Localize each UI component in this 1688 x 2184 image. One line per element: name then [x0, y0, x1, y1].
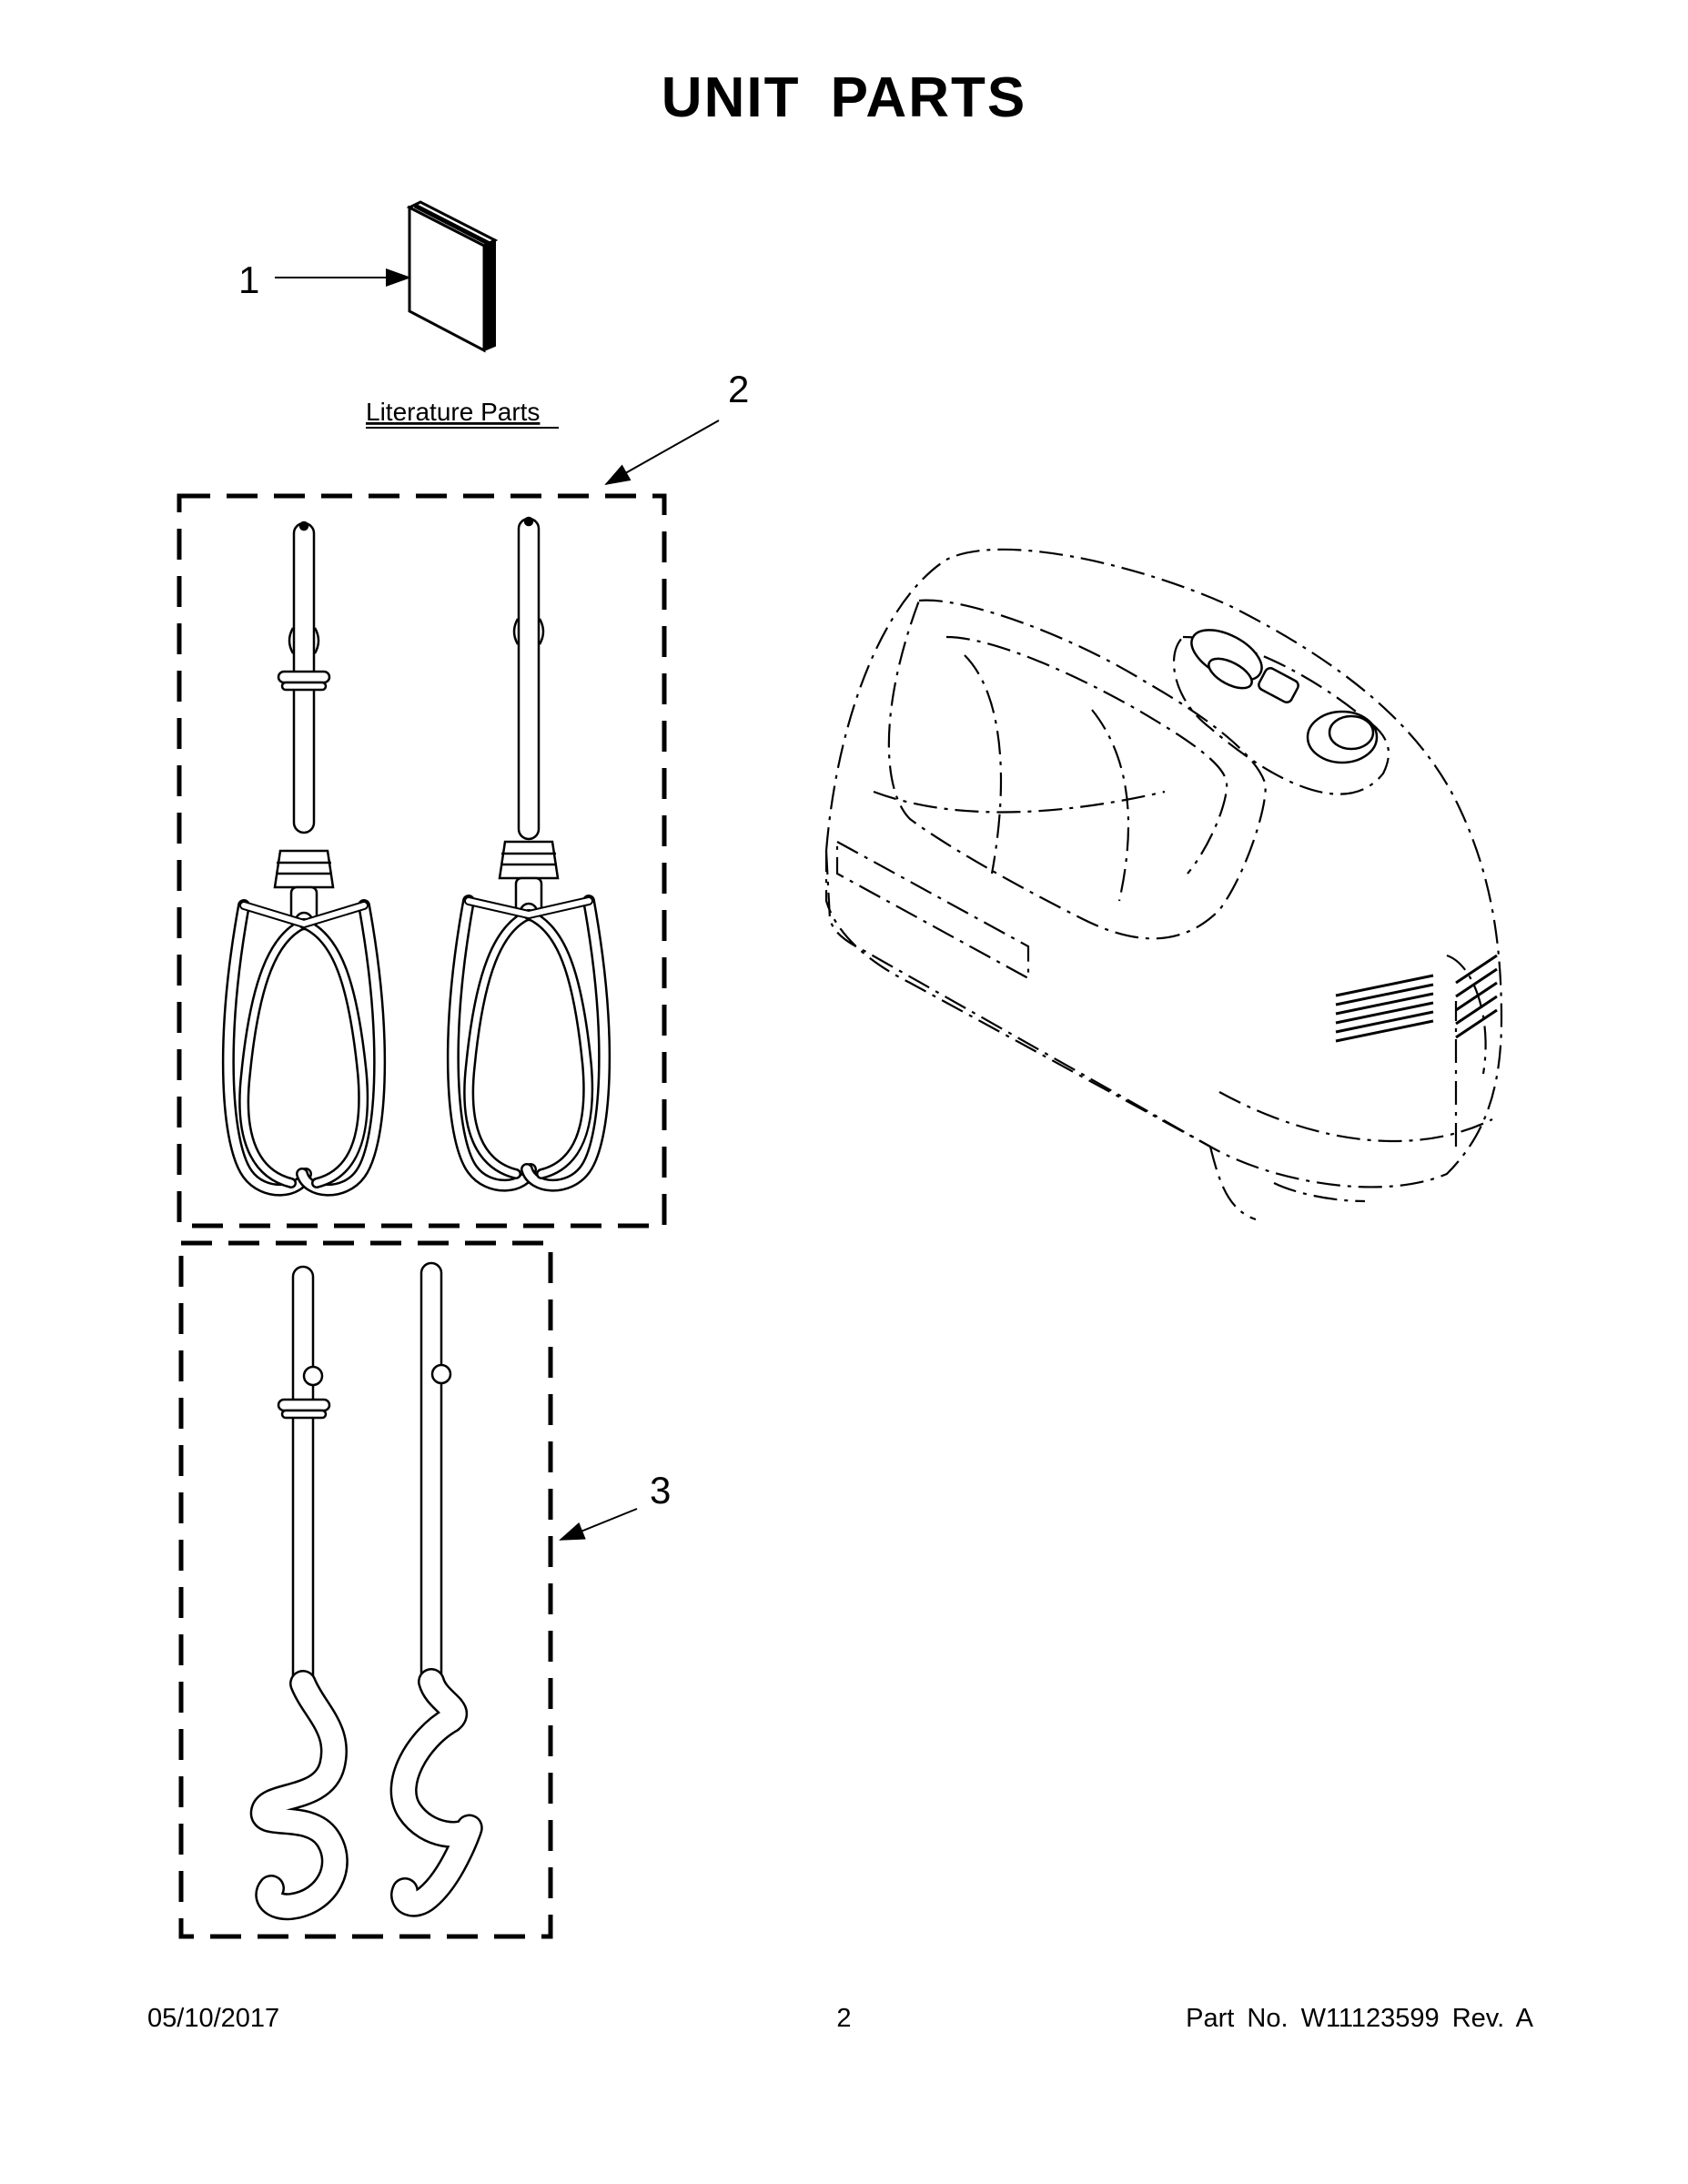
callout-3-leader	[559, 1508, 638, 1541]
mixer-speed-controls	[1190, 629, 1379, 764]
callout-2-number: 2	[728, 368, 749, 410]
mixer-vent-grille	[1335, 954, 1498, 1043]
footer-date: 05/10/2017	[147, 2004, 280, 2033]
beater-left[interactable]	[221, 521, 387, 1197]
beaters-group-frame	[177, 493, 667, 1228]
footer-part-info: Part No. W11123599 Rev. A	[1186, 2004, 1533, 2033]
beater-right[interactable]	[446, 516, 612, 1192]
page-title: UNIT PARTS	[661, 66, 1027, 129]
dough-hook-left[interactable]	[249, 1265, 349, 1921]
mixer-body-outline	[824, 548, 1503, 1221]
dough-hooks-group-frame	[178, 1240, 553, 1939]
callout-3-number: 3	[650, 1469, 671, 1512]
dough-hook-right[interactable]	[389, 1261, 483, 1917]
callout-2-leader	[604, 420, 720, 485]
literature-parts-label: Literature Parts	[366, 398, 540, 426]
literature-booklet[interactable]	[406, 200, 499, 353]
callout-1-number: 1	[238, 258, 259, 301]
footer-page-number: 2	[836, 2004, 852, 2033]
